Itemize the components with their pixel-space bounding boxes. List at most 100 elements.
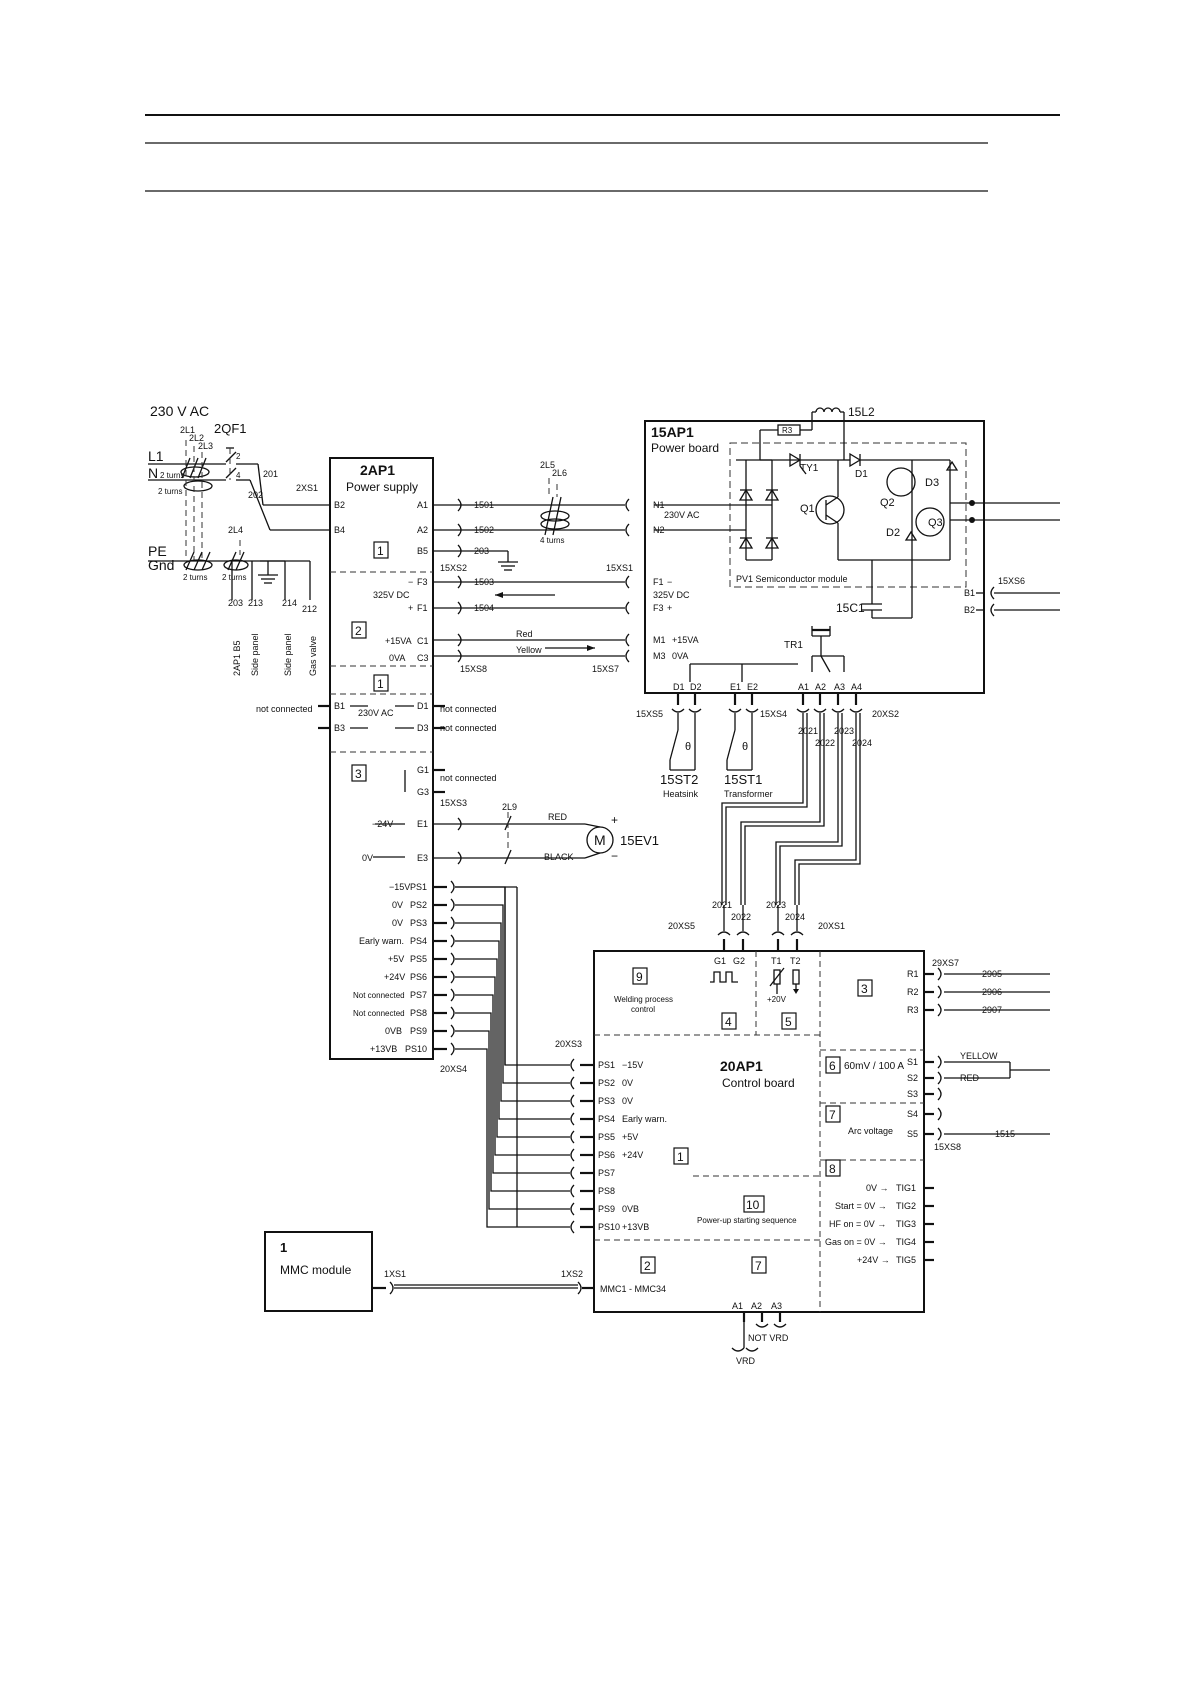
ap20-ps-pin: PS2 bbox=[598, 1078, 615, 1088]
svg-text:control: control bbox=[631, 1005, 655, 1014]
svg-text:6: 6 bbox=[829, 1059, 836, 1073]
svg-text:D1: D1 bbox=[855, 469, 868, 480]
svg-text:2: 2 bbox=[236, 452, 241, 461]
svg-text:20XS3: 20XS3 bbox=[555, 1039, 582, 1049]
svg-text:A1: A1 bbox=[798, 682, 809, 692]
svg-text:D3: D3 bbox=[417, 723, 429, 733]
ps-connector-left bbox=[450, 1042, 455, 1056]
control-board-20ap1: 20AP1 Control board 9 Welding process co… bbox=[555, 900, 1050, 1366]
svg-text:7: 7 bbox=[755, 1259, 762, 1273]
svg-text:0VA: 0VA bbox=[389, 653, 405, 663]
svg-text:2024: 2024 bbox=[785, 912, 805, 922]
ps-connector-left bbox=[450, 1006, 455, 1020]
svg-text:1: 1 bbox=[377, 677, 384, 691]
ps-connector-left bbox=[450, 952, 455, 966]
svg-text:1504: 1504 bbox=[474, 603, 494, 613]
ap20-ps-label: 0V bbox=[622, 1096, 633, 1106]
svg-text:PS7: PS7 bbox=[410, 990, 427, 1000]
header-rules bbox=[145, 114, 1060, 192]
ps-wire bbox=[455, 904, 570, 1084]
svg-text:TR1: TR1 bbox=[784, 640, 803, 651]
svg-text:1: 1 bbox=[377, 544, 384, 558]
svg-text:+20V: +20V bbox=[767, 995, 787, 1004]
svg-text:B3: B3 bbox=[334, 723, 345, 733]
svg-text:PS8: PS8 bbox=[410, 1008, 427, 1018]
svg-text:T1: T1 bbox=[771, 956, 782, 966]
svg-text:E2: E2 bbox=[747, 682, 758, 692]
svg-text:VRD: VRD bbox=[736, 1356, 756, 1366]
svg-text:2L4: 2L4 bbox=[228, 525, 243, 535]
svg-text:PS2: PS2 bbox=[410, 900, 427, 910]
svg-text:G1: G1 bbox=[417, 765, 429, 775]
svg-text:4: 4 bbox=[725, 1015, 732, 1029]
svg-text:2: 2 bbox=[355, 624, 362, 638]
ps-wire bbox=[455, 1048, 570, 1228]
svg-text:θ: θ bbox=[685, 741, 691, 753]
svg-text:−: − bbox=[408, 577, 413, 587]
svg-text:+24V →: +24V → bbox=[857, 1255, 890, 1265]
svg-text:230V AC: 230V AC bbox=[664, 510, 700, 520]
ps-connector-right bbox=[570, 1094, 575, 1108]
fan-15ev1: 15XS3 2L9 RED BLACK M + − 15EV1 bbox=[433, 798, 659, 865]
svg-text:20XS5: 20XS5 bbox=[668, 921, 695, 931]
svg-text:D1: D1 bbox=[673, 682, 685, 692]
svg-text:202: 202 bbox=[248, 490, 263, 500]
svg-text:2 turns: 2 turns bbox=[183, 573, 207, 582]
ps-connector-right bbox=[570, 1184, 575, 1198]
svg-text:R2: R2 bbox=[907, 987, 919, 997]
svg-text:−15V: −15V bbox=[389, 882, 410, 892]
svg-text:1515: 1515 bbox=[995, 1129, 1015, 1139]
svg-text:not connected: not connected bbox=[440, 704, 497, 714]
svg-text:0V: 0V bbox=[362, 853, 373, 863]
svg-text:PS1: PS1 bbox=[410, 882, 427, 892]
ap20-ps-label: 0VB bbox=[622, 1204, 639, 1214]
mmc-name: MMC module bbox=[280, 1263, 352, 1277]
svg-text:Welding process: Welding process bbox=[614, 995, 673, 1004]
svg-text:2907: 2907 bbox=[982, 1005, 1002, 1015]
svg-text:−: − bbox=[611, 849, 618, 863]
svg-text:R1: R1 bbox=[907, 969, 919, 979]
l1-label: L1 bbox=[148, 448, 164, 464]
svg-text:20XS1: 20XS1 bbox=[818, 921, 845, 931]
svg-text:15XS1: 15XS1 bbox=[606, 563, 633, 573]
svg-text:PS5: PS5 bbox=[410, 954, 427, 964]
svg-text:Gas on = 0V →: Gas on = 0V → bbox=[825, 1237, 887, 1247]
ap20-ps-label: Early warn. bbox=[622, 1114, 667, 1124]
svg-text:Yellow: Yellow bbox=[516, 645, 542, 655]
svg-text:+15VA: +15VA bbox=[385, 636, 412, 646]
svg-text:PS10: PS10 bbox=[405, 1044, 427, 1054]
breaker-label: 2QF1 bbox=[214, 421, 247, 436]
svg-text:1503: 1503 bbox=[474, 577, 494, 587]
ap20-id: 20AP1 bbox=[720, 1058, 763, 1074]
svg-text:R3: R3 bbox=[907, 1005, 919, 1015]
svg-text:8: 8 bbox=[829, 1162, 836, 1176]
svg-text:1XS2: 1XS2 bbox=[561, 1269, 583, 1279]
svg-text:θ: θ bbox=[742, 741, 748, 753]
svg-text:RED: RED bbox=[960, 1073, 980, 1083]
ap20-ps-label: +24V bbox=[622, 1150, 643, 1160]
svg-text:HF on = 0V →: HF on = 0V → bbox=[829, 1219, 886, 1229]
svg-text:4: 4 bbox=[236, 471, 241, 480]
ps-connector-right bbox=[570, 1202, 575, 1216]
svg-text:+15VA: +15VA bbox=[672, 635, 699, 645]
svg-text:D2: D2 bbox=[690, 682, 702, 692]
svg-text:D2: D2 bbox=[886, 527, 900, 539]
thermal-sensors: θ 15ST2 Heatsink θ 15ST1 Transformer bbox=[660, 713, 773, 799]
ps-connector-left bbox=[450, 880, 455, 894]
svg-text:2 turns: 2 turns bbox=[158, 487, 182, 496]
svg-text:E3: E3 bbox=[417, 853, 428, 863]
svg-text:2XS1: 2XS1 bbox=[296, 483, 318, 493]
svg-text:G2: G2 bbox=[733, 956, 745, 966]
svg-text:20XS4: 20XS4 bbox=[440, 1064, 467, 1074]
ps-connector-left bbox=[450, 916, 455, 930]
svg-text:PV1 Semiconductor module: PV1 Semiconductor module bbox=[736, 574, 848, 584]
ps-connector-left bbox=[450, 934, 455, 948]
svg-text:not connected: not connected bbox=[256, 704, 313, 714]
svg-text:TIG5: TIG5 bbox=[896, 1255, 916, 1265]
svg-text:F3: F3 bbox=[417, 577, 428, 587]
mains-voltage-label: 230 V AC bbox=[150, 403, 209, 419]
ps-connector-left bbox=[450, 1024, 455, 1038]
svg-text:D3: D3 bbox=[925, 477, 939, 489]
svg-text:4 turns: 4 turns bbox=[540, 536, 564, 545]
